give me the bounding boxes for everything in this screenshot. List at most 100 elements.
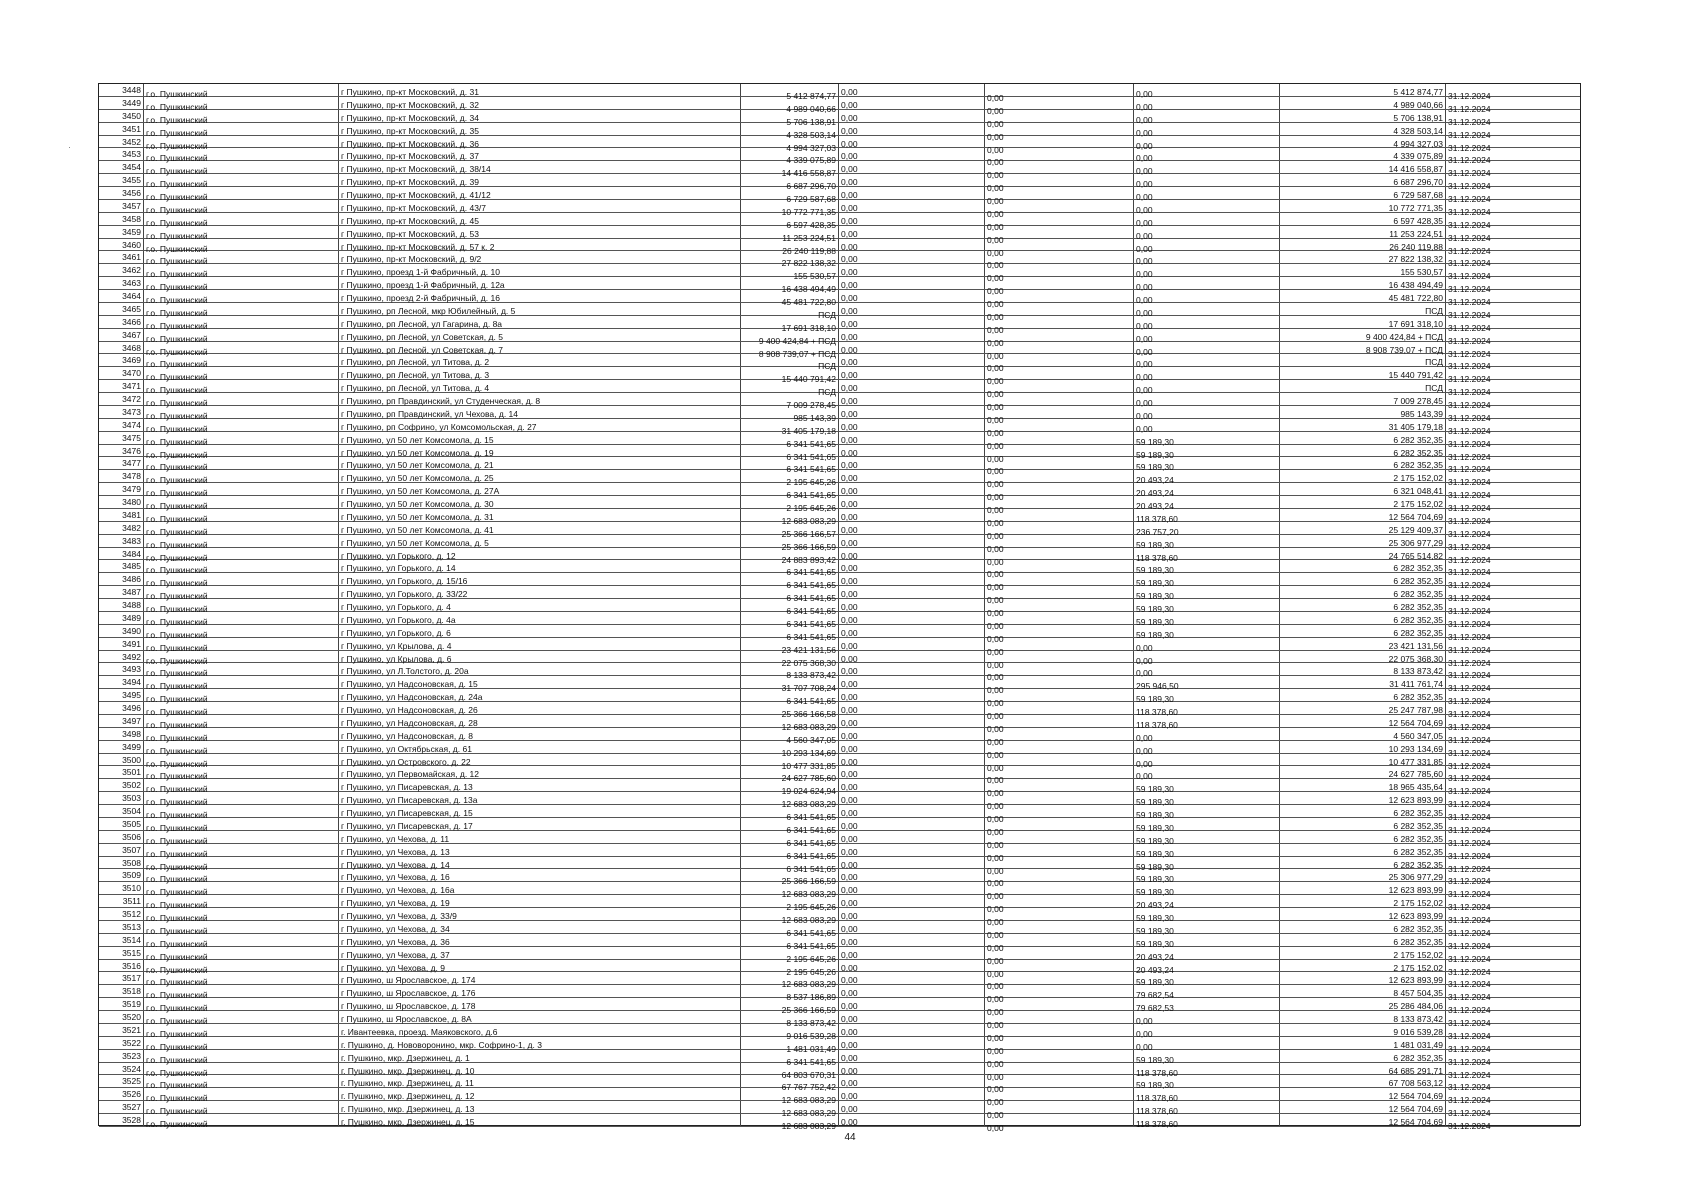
row-number-cell: 3472 xyxy=(99,393,144,405)
value-3-cell: 0,00 xyxy=(985,187,1134,206)
value-2-cell-text: 0,00 xyxy=(841,344,858,355)
date-cell: 31.12.2024 xyxy=(1446,354,1582,371)
municipality-cell-text: г.о. Пушкинский xyxy=(146,784,208,795)
remaining-cost-cell-text: 12 623 893,99 xyxy=(1388,975,1443,986)
value-2-cell: 0,00 xyxy=(839,380,985,393)
date-cell: 31.12.2024 xyxy=(1446,445,1582,462)
value-4-cell: 59 189,30 xyxy=(1134,972,1280,987)
total-cost-cell: 2 195 645,26 xyxy=(741,470,839,487)
total-cost-cell-text: 6 687 296,70 xyxy=(786,181,836,192)
remaining-cost-cell-text: 2 175 152,02 xyxy=(1393,949,1443,960)
address-cell: г. Пушкино, д. Нововоронино, мкр. Софрин… xyxy=(339,1036,741,1050)
date-cell: 31.12.2024 xyxy=(1446,239,1582,256)
value-4-cell-text: 59 189,30 xyxy=(1136,784,1174,795)
value-4-cell-text: 0,00 xyxy=(1136,372,1153,383)
address-cell: г Пушкино, рп Лесной, ул Гагарина, д. 8а xyxy=(339,315,741,329)
value-4-cell: 0,00 xyxy=(1134,341,1280,357)
date-cell: 31.12.2024 xyxy=(1446,419,1582,436)
value-2-cell: 0,00 xyxy=(839,869,985,882)
date-cell-text: 31.12.2024 xyxy=(1448,953,1491,964)
address-cell: г Пушкино, ул Чехова, д. 36 xyxy=(339,933,741,947)
row-number-cell-text: 3462 xyxy=(122,265,141,276)
value-2-cell-text: 0,00 xyxy=(841,885,858,896)
total-cost-cell-text: 17 691 318,10 xyxy=(781,322,836,333)
row-number-cell-text: 3501 xyxy=(122,767,141,778)
total-cost-cell-text: 9 400 424,84 + ПСД xyxy=(758,335,836,346)
address-cell: г Пушкино, ш Ярославское, д. 178 xyxy=(339,998,741,1011)
address-cell: г Пушкино, ул Первомайская, д. 12 xyxy=(339,766,741,779)
value-4-cell-text: 0,00 xyxy=(1136,346,1153,357)
date-cell: 31.12.2024 xyxy=(1446,406,1582,423)
remaining-cost-cell: 67 708 563,12 xyxy=(1280,1075,1446,1088)
address-cell: г Пушкино, ул Надсоновская, д. 8 xyxy=(339,727,741,741)
remaining-cost-cell-text: 8 133 873,42 xyxy=(1393,666,1443,677)
row-number-cell: 3462 xyxy=(99,264,144,277)
total-cost-cell: 25 366 166,59 xyxy=(741,534,839,552)
municipality-cell-text: г.о. Пушкинский xyxy=(146,604,208,615)
address-cell-text: г Пушкино, пр-кт Московский, д. 34 xyxy=(341,112,479,123)
municipality-cell: г.о. Пушкинский xyxy=(144,753,339,769)
total-cost-cell-text: 6 341 541,65 xyxy=(786,1056,836,1067)
date-cell: 31.12.2024 xyxy=(1446,1063,1582,1080)
value-2-cell-text: 0,00 xyxy=(841,743,858,754)
date-cell: 31.12.2024 xyxy=(1446,779,1582,796)
address-cell-text: г Пушкино, проезд 1-й Фабричный, д. 10 xyxy=(341,267,500,278)
date-cell: 31.12.2024 xyxy=(1446,316,1582,333)
value-2-cell: 0,00 xyxy=(839,496,985,509)
row-number-cell: 3473 xyxy=(99,405,144,418)
total-cost-cell-text: 2 195 645,26 xyxy=(786,966,836,977)
value-3-cell: 0,00 xyxy=(985,908,1134,927)
address-cell: г Пушкино, пр-кт Московский, д. 9/2 xyxy=(339,251,741,264)
value-3-cell-text: 0,00 xyxy=(987,530,1004,541)
date-cell-text: 31.12.2024 xyxy=(1448,683,1491,694)
total-cost-cell-text: 6 341 541,65 xyxy=(786,438,836,449)
total-cost-cell: 6 341 541,65 xyxy=(741,920,839,938)
remaining-cost-cell-text: 6 729 587,68 xyxy=(1393,190,1443,200)
address-cell: г Пушкино, пр-кт Московский, д. 45 xyxy=(339,212,741,226)
value-2-cell-text: 0,00 xyxy=(841,293,858,304)
value-4-cell: 0,00 xyxy=(1134,753,1280,769)
total-cost-cell: 4 328 503,14 xyxy=(741,122,839,140)
value-3-cell: 0,00 xyxy=(985,174,1134,193)
remaining-cost-cell: 985 143,39 xyxy=(1280,405,1446,419)
value-2-cell: 0,00 xyxy=(839,251,985,264)
address-cell-text: г. Пушкино, мкр. Дзержинец, д. 15 xyxy=(341,1117,475,1128)
remaining-cost-cell: 2 175 152,02 xyxy=(1280,470,1446,483)
value-3-cell: 0,00 xyxy=(985,122,1134,142)
value-4-cell: 0,00 xyxy=(1134,135,1280,151)
row-number-cell-text: 3500 xyxy=(122,754,141,765)
value-4-cell-text: 236 757,20 xyxy=(1136,526,1179,537)
value-4-cell: 59 189,30 xyxy=(1134,830,1280,846)
total-cost-cell: 6 341 541,65 xyxy=(741,599,839,616)
total-cost-cell: 12 683 083,29 xyxy=(741,1101,839,1118)
total-cost-cell-text: 25 366 166,58 xyxy=(781,709,836,720)
municipality-cell-text: г.о. Пушкинский xyxy=(146,887,208,898)
row-number-cell-text: 3471 xyxy=(122,381,141,392)
row-number-cell: 3461 xyxy=(99,251,144,264)
value-4-cell: 59 189,30 xyxy=(1134,779,1280,794)
row-number-cell: 3501 xyxy=(99,766,144,779)
total-cost-cell-text: 12 683 083,29 xyxy=(781,799,836,810)
value-2-cell: 0,00 xyxy=(839,187,985,200)
row-number-cell: 3497 xyxy=(99,714,144,727)
value-4-cell-text: 20 493,24 xyxy=(1136,488,1174,499)
value-4-cell: 0,00 xyxy=(1134,405,1280,421)
remaining-cost-cell-text: 6 282 352,35 xyxy=(1393,460,1443,471)
value-3-cell-text: 0,00 xyxy=(987,93,1004,103)
remaining-cost-cell: 17 691 318,10 xyxy=(1280,315,1446,329)
total-cost-cell: 6 341 541,65 xyxy=(741,624,839,642)
row-number-cell-text: 3490 xyxy=(122,625,141,636)
total-cost-cell: 17 691 318,10 xyxy=(741,315,839,333)
value-3-cell-text: 0,00 xyxy=(987,1020,1004,1031)
row-number-cell-text: 3466 xyxy=(122,316,141,327)
date-cell: 31.12.2024 xyxy=(1446,663,1582,680)
value-3-cell-text: 0,00 xyxy=(987,711,1004,722)
value-4-cell: 59 189,30 xyxy=(1134,933,1280,949)
value-4-cell: 0,00 xyxy=(1134,1036,1280,1052)
